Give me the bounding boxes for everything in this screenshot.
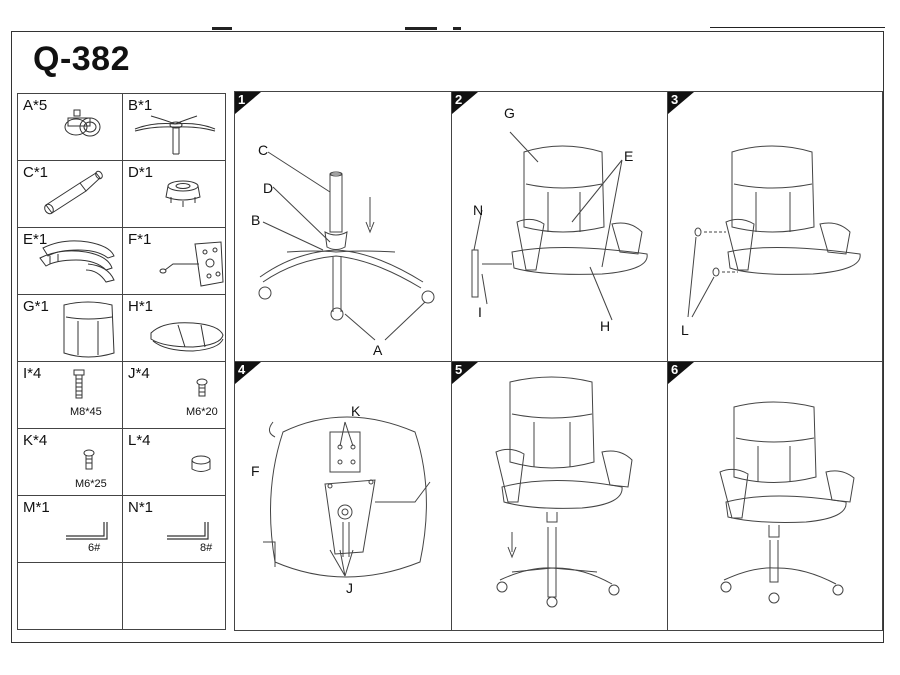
- step-2: 2 G E N I H: [452, 92, 668, 360]
- step-number: 1: [238, 92, 246, 107]
- step-5: 5: [452, 362, 668, 630]
- cap-icon: [191, 455, 211, 472]
- callout-d: D: [263, 180, 274, 196]
- assembly-steps: 1 C D B A: [234, 91, 883, 631]
- part-j-bolt: J*4 M6*20: [123, 362, 227, 429]
- callout-c: C: [258, 142, 269, 158]
- part-label: M*1: [23, 499, 50, 516]
- part-c-gas-lift: C*1: [18, 161, 122, 228]
- part-label: K*4: [23, 432, 48, 449]
- mechanism-mounting-illustration: [263, 416, 431, 578]
- step-1: 1 C D B A: [235, 92, 451, 360]
- model-title: Q-382: [33, 40, 130, 78]
- top-decoration: [710, 27, 885, 28]
- tilt-mechanism-icon: [159, 241, 224, 287]
- finished-chair-illustration: [719, 401, 855, 604]
- top-decoration: [405, 27, 437, 30]
- callout-f: F: [251, 463, 260, 479]
- step-badge: [668, 92, 694, 114]
- hex-key-icon: [66, 522, 108, 540]
- hex-key-icon: [167, 522, 209, 540]
- callout-g: G: [504, 105, 515, 121]
- step-4: 4 K F J: [235, 362, 451, 630]
- part-m-hex-key: M*1 6#: [18, 496, 122, 563]
- part-label: B*1: [128, 97, 153, 114]
- step-3: 3 L: [668, 92, 884, 360]
- base-assembly-illustration: [258, 151, 435, 341]
- callout-n: N: [473, 202, 484, 218]
- part-d-cover: D*1: [123, 161, 227, 228]
- armrest-icon: [39, 240, 115, 283]
- step-number: 3: [671, 92, 679, 107]
- part-label: N*1: [128, 499, 154, 516]
- seat-to-base-illustration: [495, 376, 633, 608]
- callout-e: E: [624, 148, 634, 164]
- part-size: 6#: [88, 542, 101, 554]
- part-size: 8#: [200, 542, 213, 554]
- step-number: 2: [455, 92, 463, 107]
- part-k-bolt: K*4 M6*25: [18, 429, 122, 496]
- seat-icon: [150, 322, 224, 352]
- callout-k: K: [351, 403, 361, 419]
- seat-back-assembly-illustration: [471, 131, 648, 321]
- callout-b: B: [251, 212, 261, 228]
- part-g-backrest: G*1: [18, 295, 122, 362]
- top-decoration: [212, 27, 232, 30]
- step-number: 6: [671, 362, 679, 377]
- callout-a: A: [373, 342, 383, 358]
- bolt-icon: [83, 449, 95, 470]
- bolt-icon: [73, 369, 85, 399]
- part-h-seat: H*1: [123, 295, 227, 362]
- cap-insertion-illustration: [687, 145, 861, 318]
- part-label: E*1: [23, 231, 48, 248]
- part-i-bolt: I*4 M8*45: [18, 362, 122, 429]
- part-label: F*1: [128, 231, 152, 248]
- part-e-armrests: E*1: [18, 228, 122, 295]
- step-badge: [235, 362, 261, 384]
- part-label: I*4: [23, 365, 42, 382]
- part-size: M6*25: [75, 478, 107, 490]
- cover-icon: [165, 180, 201, 207]
- backrest-icon: [63, 301, 115, 358]
- gas-lift-icon: [44, 170, 103, 215]
- step-number: 5: [455, 362, 463, 377]
- part-a-caster: A*5: [18, 94, 122, 161]
- part-label: G*1: [23, 298, 49, 315]
- part-label: C*1: [23, 164, 49, 181]
- part-label: A*5: [23, 97, 48, 114]
- part-label: L*4: [128, 432, 151, 449]
- callout-h: H: [600, 318, 611, 334]
- parts-table: A*5 B*1 C*1: [17, 93, 226, 630]
- callout-j: J: [346, 580, 353, 596]
- step-badge: [235, 92, 261, 114]
- part-label: D*1: [128, 164, 154, 181]
- part-size: M6*20: [186, 406, 218, 418]
- step-badge: [452, 92, 478, 114]
- top-decoration: [453, 27, 461, 30]
- part-n-hex-key: N*1 8#: [123, 496, 227, 563]
- bolt-icon: [196, 378, 208, 397]
- part-f-mechanism: F*1: [123, 228, 227, 295]
- sheet-frame: [11, 31, 884, 643]
- part-size: M8*45: [70, 406, 102, 418]
- part-label: J*4: [128, 365, 150, 382]
- part-l-cap: L*4: [123, 429, 227, 496]
- callout-i: I: [478, 304, 482, 320]
- caster-icon: [64, 109, 101, 137]
- star-base-icon: [134, 115, 216, 155]
- part-label: H*1: [128, 298, 154, 315]
- callout-l: L: [681, 322, 689, 338]
- step-6: 6: [668, 362, 884, 630]
- step-number: 4: [238, 362, 246, 377]
- step-badge: [452, 362, 478, 384]
- part-b-base: B*1: [123, 94, 227, 161]
- step-badge: [668, 362, 694, 384]
